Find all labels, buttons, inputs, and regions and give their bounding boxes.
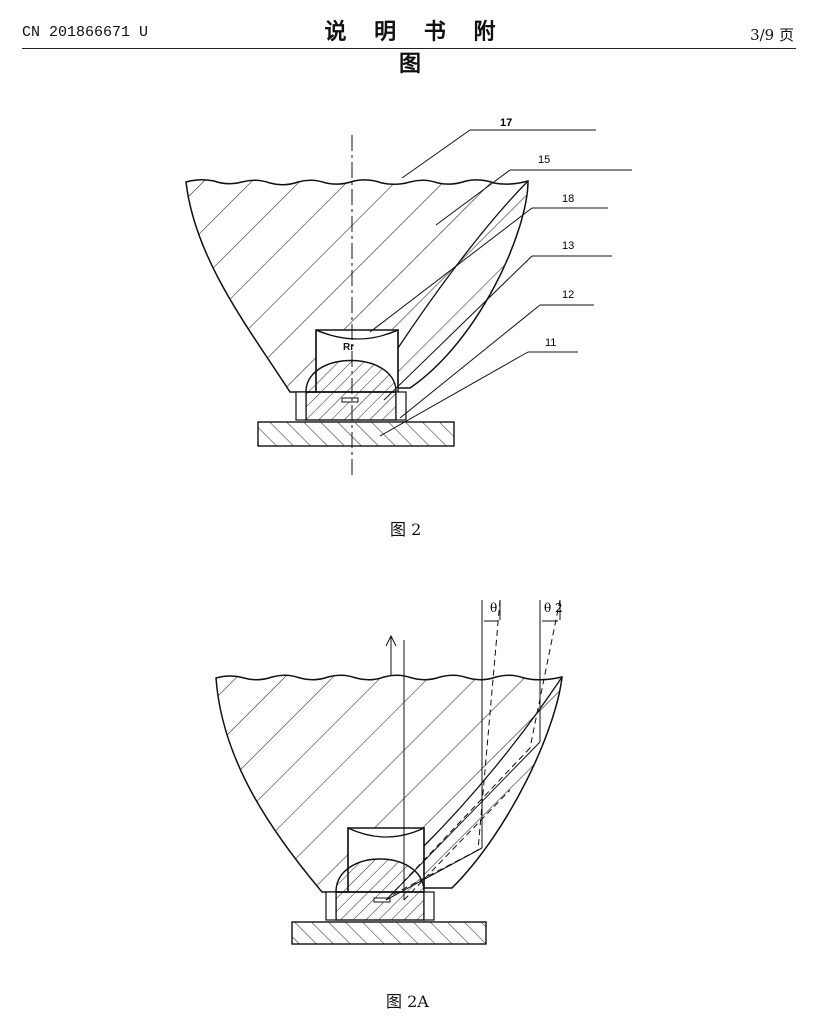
page-number: 3/9 页 — [750, 26, 794, 44]
svg-text:Rr: Rr — [343, 342, 354, 353]
header-rule — [22, 48, 796, 49]
led-base — [305, 391, 397, 421]
label-15: 15 — [538, 154, 550, 166]
led-base — [335, 891, 425, 921]
lens-outline — [215, 674, 563, 893]
figure-2a: θ θ 2 — [215, 599, 563, 945]
led-chip — [341, 397, 359, 403]
patent-number: CN 201866671 U — [22, 24, 149, 41]
label-13: 13 — [562, 240, 574, 252]
angle-theta2: θ 2 — [544, 601, 563, 615]
figure-2-caption: 图 2 — [390, 520, 422, 539]
figure-2a-caption: 图 2A — [386, 992, 429, 1011]
angle-theta: θ — [490, 601, 497, 615]
figure-2: Rr 17 15 18 13 12 11 — [185, 117, 632, 475]
label-17: 17 — [500, 117, 512, 129]
label-12: 12 — [562, 289, 574, 301]
lens-outline — [185, 178, 529, 393]
section-title: 说 明 书 附 图 — [324, 20, 506, 77]
callout-labels: 17 15 18 13 12 11 — [500, 117, 574, 349]
label-18: 18 — [562, 193, 574, 205]
label-11: 11 — [545, 337, 556, 349]
led-dome — [305, 359, 397, 393]
dashed-rays — [389, 599, 561, 901]
circuit-board — [257, 421, 455, 447]
circuit-board — [291, 921, 487, 945]
leader-lines — [369, 129, 632, 437]
